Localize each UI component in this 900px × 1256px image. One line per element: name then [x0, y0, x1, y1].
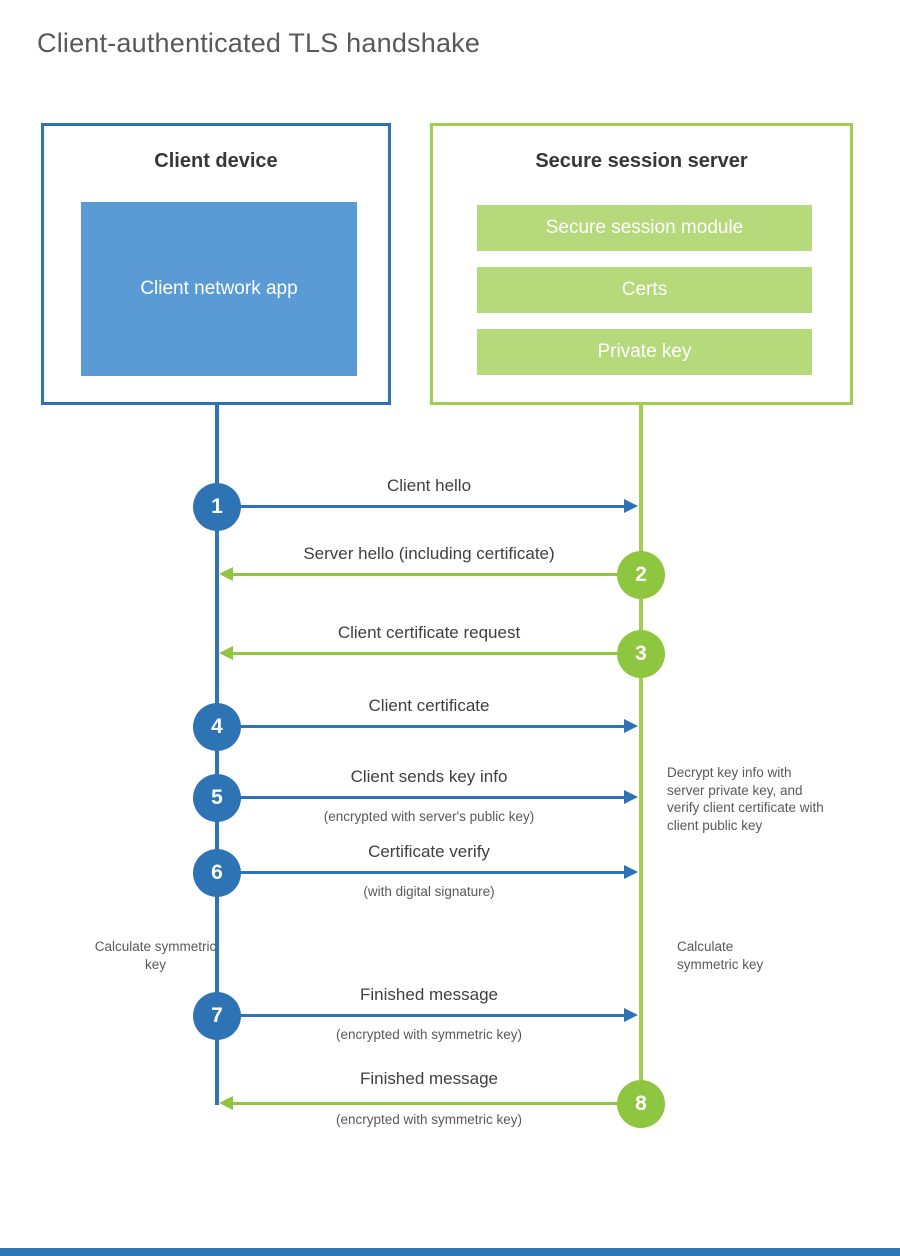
step-number-badge: 1: [193, 483, 241, 531]
footer-accent-bar: [0, 1248, 900, 1256]
message-label: Client hello: [386, 476, 472, 495]
arrow-right: [218, 865, 638, 879]
arrowhead-left-icon: [219, 646, 233, 660]
message-label: Client sends key info: [350, 767, 508, 786]
message-sublabel: (encrypted with symmetric key): [335, 1112, 523, 1127]
client-network-app-node: Client network app: [81, 202, 357, 376]
client-device-box: Client device Client network app: [41, 123, 391, 405]
message-label: Client certificate: [368, 696, 490, 715]
arrow-left: [219, 646, 640, 660]
note-calc-symmetric-key-client: Calculate symmetric key: [94, 939, 217, 972]
step-number-badge: 2: [617, 551, 665, 599]
arrow-right: [218, 719, 638, 733]
server-box: Secure session server Secure session mod…: [430, 123, 853, 405]
server-module-secure-session: Secure session module: [477, 205, 812, 251]
message-sublabel: (with digital signature): [363, 884, 495, 899]
arrowhead-right-icon: [624, 1008, 638, 1022]
server-module-certs: Certs: [477, 267, 812, 313]
step-number-badge: 6: [193, 849, 241, 897]
step-number-badge: 5: [193, 774, 241, 822]
step-number-badge: 3: [617, 630, 665, 678]
server-module-private-key: Private key: [477, 329, 812, 375]
arrow-left: [219, 567, 640, 581]
client-lifeline: [215, 405, 219, 1105]
arrowhead-right-icon: [624, 865, 638, 879]
message-label: Certificate verify: [368, 842, 490, 861]
server-lifeline: [639, 405, 643, 1128]
arrowhead-right-icon: [624, 719, 638, 733]
note-calc-symmetric-key-server: Calculate symmetric key: [677, 939, 764, 972]
arrow-right: [218, 499, 638, 513]
step-number-badge: 7: [193, 992, 241, 1040]
arrowhead-right-icon: [624, 790, 638, 804]
message-label: Server hello (including certificate): [303, 544, 555, 563]
step-number-badge: 8: [617, 1080, 665, 1128]
arrow-right: [218, 1008, 638, 1022]
arrowhead-left-icon: [219, 567, 233, 581]
message-label: Finished message: [360, 985, 498, 1004]
step-number-badge: 4: [193, 703, 241, 751]
arrowhead-left-icon: [219, 1096, 233, 1110]
page-title: Client-authenticated TLS handshake: [37, 28, 481, 58]
message-sublabel: (encrypted with server's public key): [323, 809, 535, 824]
arrow-left: [219, 1096, 640, 1110]
message-label: Finished message: [360, 1069, 498, 1088]
message-label: Client certificate request: [337, 623, 521, 642]
server-title: Secure session server: [535, 150, 748, 172]
note-decrypt-key-info: Decrypt key info with server private key…: [667, 765, 824, 833]
arrowhead-right-icon: [624, 499, 638, 513]
arrow-right: [218, 790, 638, 804]
client-device-title: Client device: [154, 150, 278, 172]
message-sublabel: (encrypted with symmetric key): [335, 1027, 523, 1042]
